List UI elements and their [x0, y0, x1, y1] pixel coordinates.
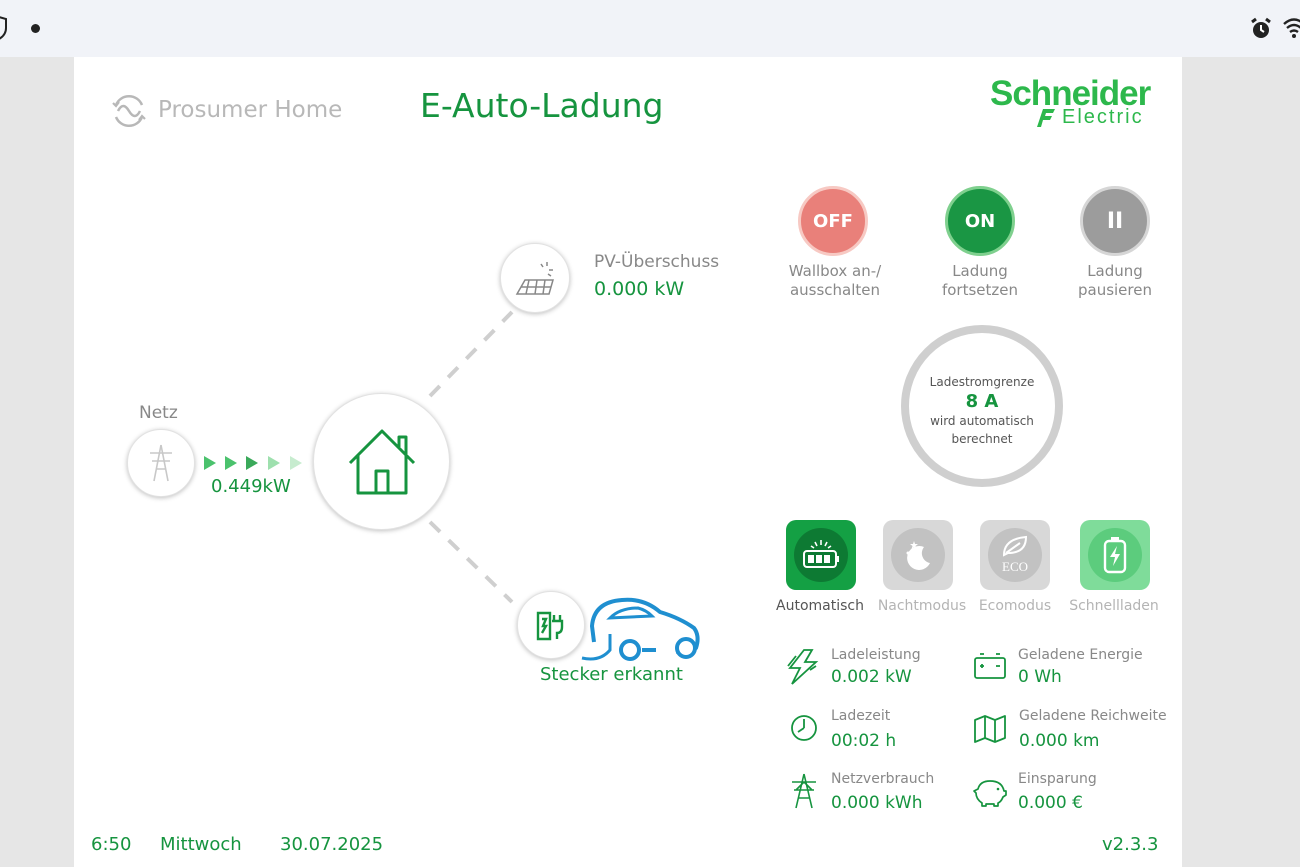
stat-savings-label: Einsparung — [1018, 771, 1097, 787]
battery-icon — [974, 653, 1006, 679]
off-text: OFF — [813, 210, 853, 232]
grid-power-value: 0.449kW — [211, 476, 291, 497]
charger-node — [517, 591, 585, 659]
resume-charging-label: Ladung fortsetzen — [905, 262, 1055, 300]
pylon-icon — [150, 444, 172, 482]
pylon-icon — [792, 773, 816, 809]
stat-charging-power-label: Ladeleistung — [831, 647, 921, 663]
pause-charging-label: Ladung pausieren — [1040, 262, 1190, 300]
resume-charging-button[interactable]: ON — [945, 186, 1015, 256]
wifi-icon — [1283, 18, 1300, 38]
page-title: E-Auto-Ladung — [420, 86, 664, 125]
moon-icon — [906, 541, 930, 570]
map-icon — [974, 715, 1006, 743]
schneider-logo-text: Schneider — [990, 74, 1151, 113]
current-limit-note1: wird automatisch — [930, 414, 1034, 428]
on-text: ON — [964, 210, 996, 232]
shield-icon — [0, 16, 7, 40]
fast-charge-battery-icon — [1103, 537, 1127, 574]
eco-text: ECO — [1002, 559, 1028, 574]
pause-charging-button[interactable]: II — [1080, 186, 1150, 256]
pause-label-line2: pausieren — [1077, 281, 1152, 299]
pause-icon: II — [1106, 208, 1124, 234]
mode-fast-button[interactable] — [1080, 520, 1150, 590]
wallbox-label-line1: Wallbox an-/ — [788, 262, 882, 280]
mode-fast-label: Schnellladen — [1069, 598, 1159, 614]
flow-connectors — [428, 310, 514, 604]
wallbox-label-line2: ausschalten — [789, 281, 881, 299]
mode-eco-label: Ecomodus — [978, 598, 1052, 614]
resume-label-line2: fortsetzen — [941, 281, 1019, 299]
status-bar — [0, 0, 1300, 57]
car-status-text: Stecker erkannt — [540, 664, 683, 685]
mode-night-button[interactable] — [883, 520, 953, 590]
schneider-logo-icon — [1037, 109, 1055, 127]
stat-charging-time-label: Ladezeit — [831, 708, 891, 724]
footer-version: v2.3.3 — [1102, 834, 1159, 855]
house-icon — [348, 429, 415, 494]
house-node — [313, 393, 450, 530]
solar-panel-icon — [515, 262, 554, 295]
grid-node — [127, 429, 195, 497]
footer-time: 6:50 — [91, 834, 132, 855]
clock-icon — [791, 715, 817, 741]
stat-charging-time-value: 00:02 h — [831, 731, 897, 751]
mode-automatic-button[interactable] — [786, 520, 856, 590]
resume-label-line1: Ladung — [952, 262, 1008, 280]
current-limit-label: Ladestromgrenze — [929, 375, 1035, 389]
mode-night-label: Nachtmodus — [877, 598, 967, 614]
brand-name: Prosumer Home — [158, 97, 343, 123]
current-limit-dial[interactable]: Ladestromgrenze 8 A wird automatisch ber… — [901, 325, 1063, 487]
stat-savings-value: 0.000 € — [1018, 793, 1083, 813]
stat-grid-consumption-value: 0.000 kWh — [831, 793, 923, 813]
wallbox-off-button[interactable]: OFF — [798, 186, 868, 256]
pv-node — [500, 243, 570, 313]
pv-power-value: 0.000 kW — [594, 278, 685, 300]
current-limit-note2: berechnet — [951, 432, 1013, 446]
alarm-icon — [1251, 17, 1271, 38]
electric-logo-text: Electric — [1062, 106, 1144, 128]
stat-charging-power-value: 0.002 kW — [831, 667, 912, 687]
grid-flow-arrows-icon — [204, 456, 302, 470]
leaf-icon — [1002, 535, 1028, 557]
footer-day: Mittwoch — [160, 834, 242, 855]
footer-date: 30.07.2025 — [280, 834, 384, 855]
mode-eco-button[interactable]: ECO — [980, 520, 1050, 590]
stat-charged-energy-value: 0 Wh — [1018, 667, 1062, 687]
current-limit-value: 8 A — [965, 391, 999, 412]
piggy-bank-icon — [973, 780, 1007, 807]
wallbox-toggle-label: Wallbox an-/ ausschalten — [760, 262, 910, 300]
car-icon — [581, 597, 700, 661]
pause-label-line1: Ladung — [1087, 262, 1143, 280]
charger-icon — [536, 611, 564, 641]
stat-charged-range-value: 0.000 km — [1019, 731, 1100, 751]
stat-grid-consumption-label: Netzverbrauch — [831, 771, 935, 787]
lightning-icon — [787, 649, 819, 685]
auto-battery-icon — [803, 540, 839, 568]
stat-charged-energy-label: Geladene Energie — [1018, 647, 1143, 663]
pv-label: PV-Überschuss — [594, 252, 720, 272]
prosumer-logo-icon — [112, 95, 146, 127]
grid-label: Netz — [139, 403, 178, 423]
mode-automatic-label: Automatisch — [776, 598, 864, 614]
notification-dot-icon — [31, 24, 40, 33]
stat-charged-range-label: Geladene Reichweite — [1019, 708, 1167, 724]
